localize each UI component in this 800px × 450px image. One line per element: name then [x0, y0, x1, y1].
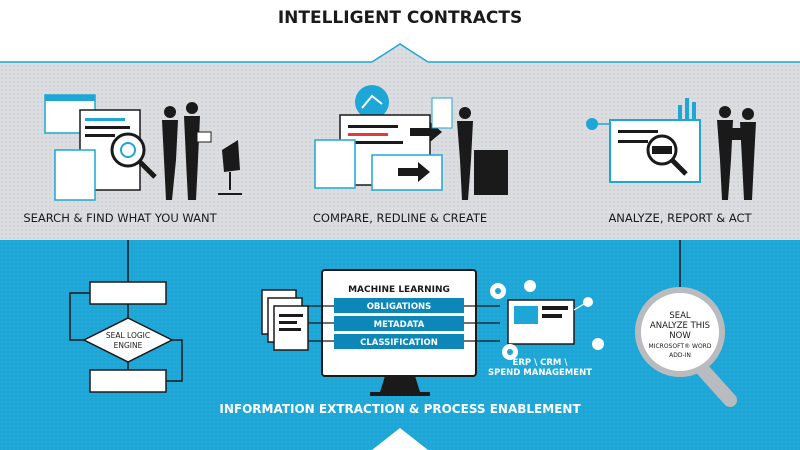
erp-label-1: ERP \ CRM \: [513, 358, 569, 368]
magnifier-line-2: ANALYZE THIS: [650, 321, 710, 331]
row-obligations: OBLIGATIONS: [367, 302, 432, 312]
monitor-rows: OBLIGATIONS METADATA CLASSIFICATION: [334, 298, 464, 349]
decision-label-2: ENGINE: [114, 341, 143, 350]
erp-label-2: SPEND MANAGEMENT: [488, 368, 592, 378]
search-illustration: [44, 94, 242, 201]
magnifier-line-5: ADD-IN: [669, 352, 691, 359]
row-classification: CLASSIFICATION: [360, 338, 438, 348]
bottom-label: INFORMATION EXTRACTION & PROCESS ENABLEM…: [219, 402, 581, 416]
row-bg-classification: [334, 334, 464, 349]
up-arrow-bottom: [372, 428, 428, 450]
analyze-illustration: [586, 98, 756, 200]
title: INTELLIGENT CONTRACTS: [278, 8, 522, 28]
magnifier-line-3: NOW: [669, 331, 691, 341]
documents-icon: [261, 289, 309, 351]
flow-box-top: [89, 281, 167, 305]
row-bg-metadata: [334, 316, 464, 331]
panel-label-search: SEARCH & FIND WHAT YOU WANT: [23, 211, 217, 225]
flowchart: SEAL LOGIC ENGINE: [69, 240, 183, 393]
decision-label-1: SEAL LOGIC: [106, 331, 150, 340]
panel-label-compare: COMPARE, REDLINE & CREATE: [313, 211, 487, 225]
compare-illustration: [314, 85, 508, 200]
magnifier-icon: [635, 240, 737, 407]
magnifier-line-1: SEAL: [669, 311, 691, 321]
up-arrow-top: [371, 43, 429, 63]
magnifier-line-4: MICROSOFT® WORD: [649, 343, 712, 350]
row-metadata: METADATA: [374, 320, 425, 330]
connector-lines: [308, 305, 500, 342]
monitor-heading: MACHINE LEARNING: [348, 285, 450, 295]
row-bg-obligations: [334, 298, 464, 313]
flow-box-bottom: [89, 369, 167, 393]
panel-label-analyze: ANALYZE, REPORT & ACT: [608, 211, 752, 225]
erp-illustration: [490, 280, 604, 360]
